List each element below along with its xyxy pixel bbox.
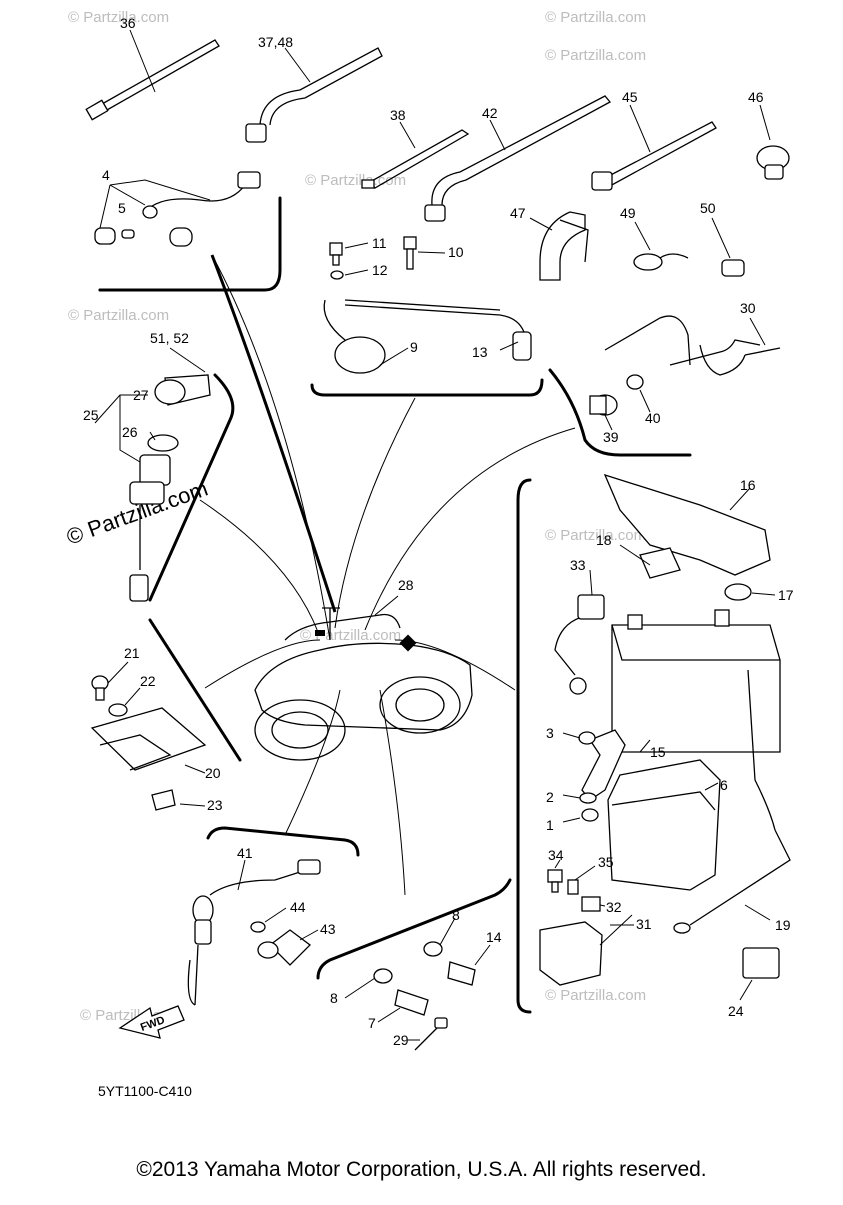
callout-31: 31 xyxy=(636,916,652,932)
battery-group xyxy=(554,473,791,934)
callout-37-48: 37,48 xyxy=(258,34,293,50)
callout-38: 38 xyxy=(390,107,406,123)
watermark-text: © Partzilla.com xyxy=(68,9,169,26)
diagram-code: 5YT1100-C410 xyxy=(98,1083,192,1099)
callout-33: 33 xyxy=(570,557,586,573)
bracket-connector-group xyxy=(98,196,282,292)
callout-25: 25 xyxy=(83,407,99,423)
callout-36: 36 xyxy=(120,15,136,31)
callout-6: 6 xyxy=(720,777,728,793)
fwd-arrow: FWD xyxy=(118,1005,185,1039)
copyright-notice: ©2013 Yamaha Motor Corporation, U.S.A. A… xyxy=(136,1158,707,1181)
relay-24 xyxy=(739,947,780,1001)
main-switch-group xyxy=(94,347,211,602)
callout-45: 45 xyxy=(622,89,638,105)
callout-51-52: 51, 52 xyxy=(150,330,189,346)
lower-sensor-group xyxy=(344,917,491,1051)
relay-group xyxy=(539,859,634,986)
callout-4: 4 xyxy=(102,167,110,183)
bracket-main-switch xyxy=(148,373,235,602)
sensor-group xyxy=(589,315,781,431)
callout-19: 19 xyxy=(775,917,791,933)
bracket-battery-group xyxy=(516,478,532,1014)
bracket-sensor-lower xyxy=(316,878,512,980)
band-49 xyxy=(633,221,689,271)
callout-43: 43 xyxy=(320,921,336,937)
callout-28: 28 xyxy=(398,577,414,593)
cable-tie-38 xyxy=(361,121,470,189)
callout-3: 3 xyxy=(546,725,554,741)
callout-2: 2 xyxy=(546,789,554,805)
atv-outline xyxy=(254,607,473,761)
callout-35: 35 xyxy=(598,854,614,870)
leader-lines xyxy=(199,254,576,896)
cable-tie-36 xyxy=(85,29,220,121)
callout-49: 49 xyxy=(620,205,636,221)
holder-47 xyxy=(529,211,589,281)
callout-41: 41 xyxy=(237,845,253,861)
callout-22: 22 xyxy=(140,673,156,689)
connector-group-4-5 xyxy=(94,171,261,247)
bracket-ignition-coil xyxy=(310,378,544,397)
callout-42: 42 xyxy=(482,105,498,121)
watermark-text: © Partzilla.com xyxy=(545,47,646,64)
callout-30: 30 xyxy=(740,300,756,316)
callout-44: 44 xyxy=(290,899,306,915)
callout-10: 10 xyxy=(448,244,464,260)
callout-24: 24 xyxy=(728,1003,744,1019)
watermark-text: © Partzilla.com xyxy=(545,527,646,544)
callout-34: 34 xyxy=(548,847,564,863)
callout-39: 39 xyxy=(603,429,619,445)
callout-15: 15 xyxy=(650,744,666,760)
callout-47: 47 xyxy=(510,205,526,221)
callout-8-upper: 8 xyxy=(452,907,460,923)
group-brackets xyxy=(98,196,692,1014)
callout-12: 12 xyxy=(372,262,388,278)
callout-16: 16 xyxy=(740,477,756,493)
bracket-rectifier xyxy=(148,618,242,762)
callout-labels: 36 37,48 38 42 45 46 4 5 11 12 10 9 13 4… xyxy=(83,15,794,1048)
callout-20: 20 xyxy=(205,765,221,781)
callout-18: 18 xyxy=(596,532,612,548)
callout-29: 29 xyxy=(393,1032,409,1048)
neutral-switch-group xyxy=(187,859,321,1006)
cable-tie-45 xyxy=(591,104,717,191)
callout-14: 14 xyxy=(486,929,502,945)
callout-46: 46 xyxy=(748,89,764,105)
lead-28 xyxy=(374,595,399,616)
callout-17: 17 xyxy=(778,587,794,603)
callout-9: 9 xyxy=(410,339,418,355)
lead-19 xyxy=(744,904,771,921)
rectifier-group xyxy=(90,661,207,811)
clamp-46 xyxy=(756,104,790,180)
watermark-text: © Partzilla.com xyxy=(305,172,406,189)
callout-11: 11 xyxy=(372,235,387,251)
clamp-50 xyxy=(711,217,745,277)
callout-50: 50 xyxy=(700,200,716,216)
watermark-text: © Partzilla.com xyxy=(545,9,646,26)
ignition-coil-group xyxy=(323,236,532,374)
watermark-text: © Partzilla.com xyxy=(545,987,646,1004)
callout-32: 32 xyxy=(606,899,622,915)
callout-5: 5 xyxy=(118,200,126,216)
bracket-neutral-switch xyxy=(206,826,360,857)
callout-1: 1 xyxy=(546,817,554,833)
callout-7: 7 xyxy=(368,1015,376,1031)
cable-tie-37-48 xyxy=(245,47,383,143)
watermark-text: © Partzilla.com xyxy=(68,307,169,324)
cable-tie-42 xyxy=(424,95,612,222)
callout-40: 40 xyxy=(645,410,661,426)
callout-8-lower: 8 xyxy=(330,990,338,1006)
bracket-sensor xyxy=(548,368,692,457)
callout-13: 13 xyxy=(472,344,488,360)
ecu-group xyxy=(562,729,721,891)
callout-21: 21 xyxy=(124,645,140,661)
callout-27: 27 xyxy=(133,387,149,403)
callout-26: 26 xyxy=(122,424,138,440)
callout-23: 23 xyxy=(207,797,223,813)
watermark-text: © Partzilla.com xyxy=(300,627,401,644)
